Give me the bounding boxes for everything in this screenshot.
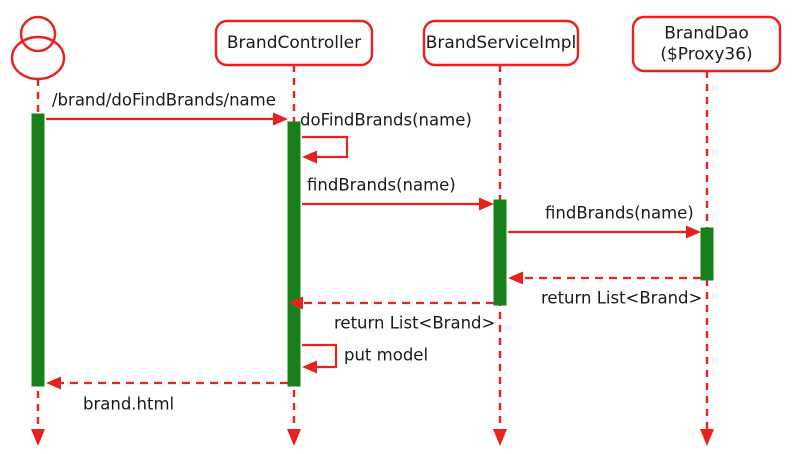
message-arrowhead-m2	[302, 150, 317, 164]
activation-bar-dao	[700, 227, 714, 281]
message-m2[interactable]: doFindBrands(name)	[300, 111, 472, 164]
participant-dao[interactable]: BrandDao($Proxy36)	[631, 15, 782, 73]
participant-label-dao: BrandDao	[664, 24, 749, 44]
message-label-m4: findBrands(name)	[545, 204, 694, 223]
participant-actor[interactable]	[10, 15, 66, 81]
message-arrowhead-m8	[46, 376, 61, 390]
participant-service[interactable]: BrandServiceImpl	[422, 19, 580, 67]
message-arrowhead-m1	[273, 112, 288, 126]
participant-label-controller: BrandController	[227, 33, 361, 53]
message-m6[interactable]: return List<Brand>	[288, 296, 495, 333]
message-m5[interactable]: return List<Brand>	[508, 271, 702, 308]
lifeline-end-arrow-service	[493, 429, 507, 446]
message-arrowhead-m7	[302, 360, 317, 374]
actor-body-icon	[10, 35, 66, 81]
message-label-m1: /brand/doFindBrands/name	[52, 91, 276, 110]
activation-bar-service	[493, 199, 507, 306]
message-m8[interactable]: brand.html	[46, 376, 288, 414]
participant-label-dao: ($Proxy36)	[660, 45, 752, 65]
activation-bar-controller	[287, 121, 301, 387]
message-self-loop-m2	[302, 135, 349, 159]
message-arrowhead-m3	[479, 197, 494, 211]
message-m1[interactable]: /brand/doFindBrands/name	[46, 91, 288, 126]
participants-layer: BrandController BrandServiceImpl BrandDao(…	[10, 15, 782, 81]
participant-box-controller	[214, 19, 374, 67]
message-label-m5: return List<Brand>	[541, 289, 702, 308]
participant-box-service	[422, 19, 580, 67]
activation-bar-actor	[31, 113, 45, 387]
messages-layer: /brand/doFindBrands/name doFindBrands(nam…	[46, 91, 702, 414]
participant-label-service: BrandServiceImpl	[426, 33, 577, 53]
message-arrowhead-m4	[686, 225, 701, 239]
message-label-m6: return List<Brand>	[334, 314, 495, 333]
message-m4[interactable]: findBrands(name)	[508, 204, 701, 239]
message-self-loop-m7	[302, 343, 338, 369]
message-m3[interactable]: findBrands(name)	[302, 176, 494, 211]
actor-head-icon	[19, 15, 57, 53]
lifeline-end-arrow-dao	[700, 429, 714, 446]
message-label-m7: put model	[344, 346, 428, 365]
participant-controller[interactable]: BrandController	[214, 19, 374, 67]
message-label-m3: findBrands(name)	[307, 176, 456, 195]
message-arrowhead-m6	[288, 296, 303, 310]
participant-box-dao	[631, 15, 782, 73]
lifeline-end-arrow-actor	[31, 429, 45, 446]
activations-layer	[31, 113, 714, 387]
message-label-m8: brand.html	[83, 395, 174, 414]
message-arrowhead-m5	[508, 271, 523, 285]
lifeline-end-arrow-controller	[287, 429, 301, 446]
message-m7[interactable]: put model	[302, 343, 428, 374]
message-label-m2: doFindBrands(name)	[300, 111, 472, 130]
